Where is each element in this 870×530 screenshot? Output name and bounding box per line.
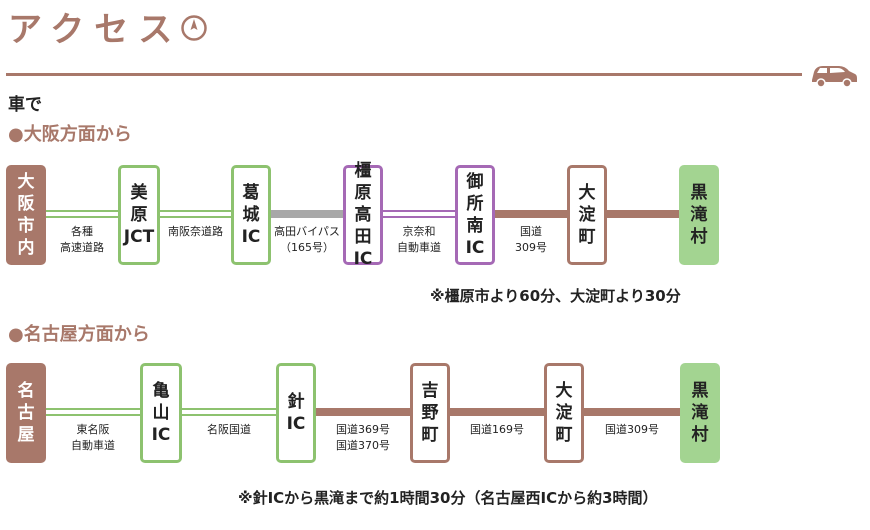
compass-icon bbox=[181, 15, 207, 41]
nagoya-segment-label-1: 東名阪 自動車道 bbox=[71, 423, 115, 452]
osaka-stop-kurotaki-village: 黒 滝 村 bbox=[679, 165, 719, 265]
osaka-stop-katsuragi-ic: 葛 城 IC bbox=[231, 165, 271, 265]
nagoya-route-line-5 bbox=[584, 408, 680, 416]
osaka-route-line-1 bbox=[46, 210, 118, 218]
nagoya-travel-note: ※針ICから黒滝まで約1時間30分（名古屋西ICから約3時間） bbox=[238, 489, 658, 507]
nagoya-stop-yoshino-town: 吉 野 町 bbox=[410, 363, 450, 463]
nagoya-route-line-3 bbox=[316, 408, 410, 416]
page-title: アクセス bbox=[8, 10, 183, 50]
osaka-segment-label-3: 高田バイパス （165号） bbox=[274, 225, 340, 254]
header-rule bbox=[6, 73, 802, 76]
osaka-stop-kashihara-takada-ic: 橿 原 高 田 IC bbox=[343, 161, 383, 269]
osaka-route-line-2 bbox=[160, 210, 231, 218]
nagoya-stop-kameyama-ic: 亀 山 IC bbox=[140, 363, 182, 463]
osaka-heading: ●大阪方面から bbox=[8, 124, 132, 145]
nagoya-stop-nagoya: 名 古 屋 bbox=[6, 363, 46, 463]
osaka-travel-note: ※橿原市より60分、大淀町より30分 bbox=[430, 287, 681, 305]
nagoya-stop-kurotaki-village: 黒 滝 村 bbox=[680, 363, 720, 463]
nagoya-route-line-1 bbox=[46, 408, 140, 416]
nagoya-stop-hari-ic: 針 IC bbox=[276, 363, 316, 463]
osaka-route-line-3 bbox=[271, 210, 343, 218]
osaka-route-line-6 bbox=[607, 210, 679, 218]
osaka-segment-label-1: 各種 高速道路 bbox=[60, 225, 104, 254]
nagoya-segment-label-5: 国道309号 bbox=[605, 423, 659, 436]
osaka-stop-gosekinami-ic: 御 所 南 IC bbox=[455, 165, 495, 265]
osaka-segment-label-4: 京奈和 自動車道 bbox=[397, 225, 441, 254]
osaka-route-line-4 bbox=[383, 210, 455, 218]
osaka-stop-oyodo-town: 大 淀 町 bbox=[567, 165, 607, 265]
nagoya-route-line-4 bbox=[450, 408, 544, 416]
car-icon bbox=[812, 66, 857, 88]
osaka-route-line-5 bbox=[495, 210, 567, 218]
osaka-stop-osaka-city: 大 阪 市 内 bbox=[6, 165, 46, 265]
osaka-segment-label-2: 南阪奈道路 bbox=[168, 225, 223, 238]
nagoya-stop-oyodo-town: 大 淀 町 bbox=[544, 363, 584, 463]
nagoya-segment-label-2: 名阪国道 bbox=[207, 423, 251, 436]
nagoya-heading: ●名古屋方面から bbox=[8, 324, 150, 345]
osaka-segment-label-5: 国道 309号 bbox=[515, 225, 547, 254]
nagoya-segment-label-4: 国道169号 bbox=[470, 423, 524, 436]
nagoya-segment-label-3: 国道369号 国道370号 bbox=[336, 423, 390, 452]
nagoya-route-line-2 bbox=[182, 408, 276, 416]
subtitle: 車で bbox=[8, 95, 42, 115]
osaka-stop-mihara-jct: 美 原 JCT bbox=[118, 165, 160, 265]
